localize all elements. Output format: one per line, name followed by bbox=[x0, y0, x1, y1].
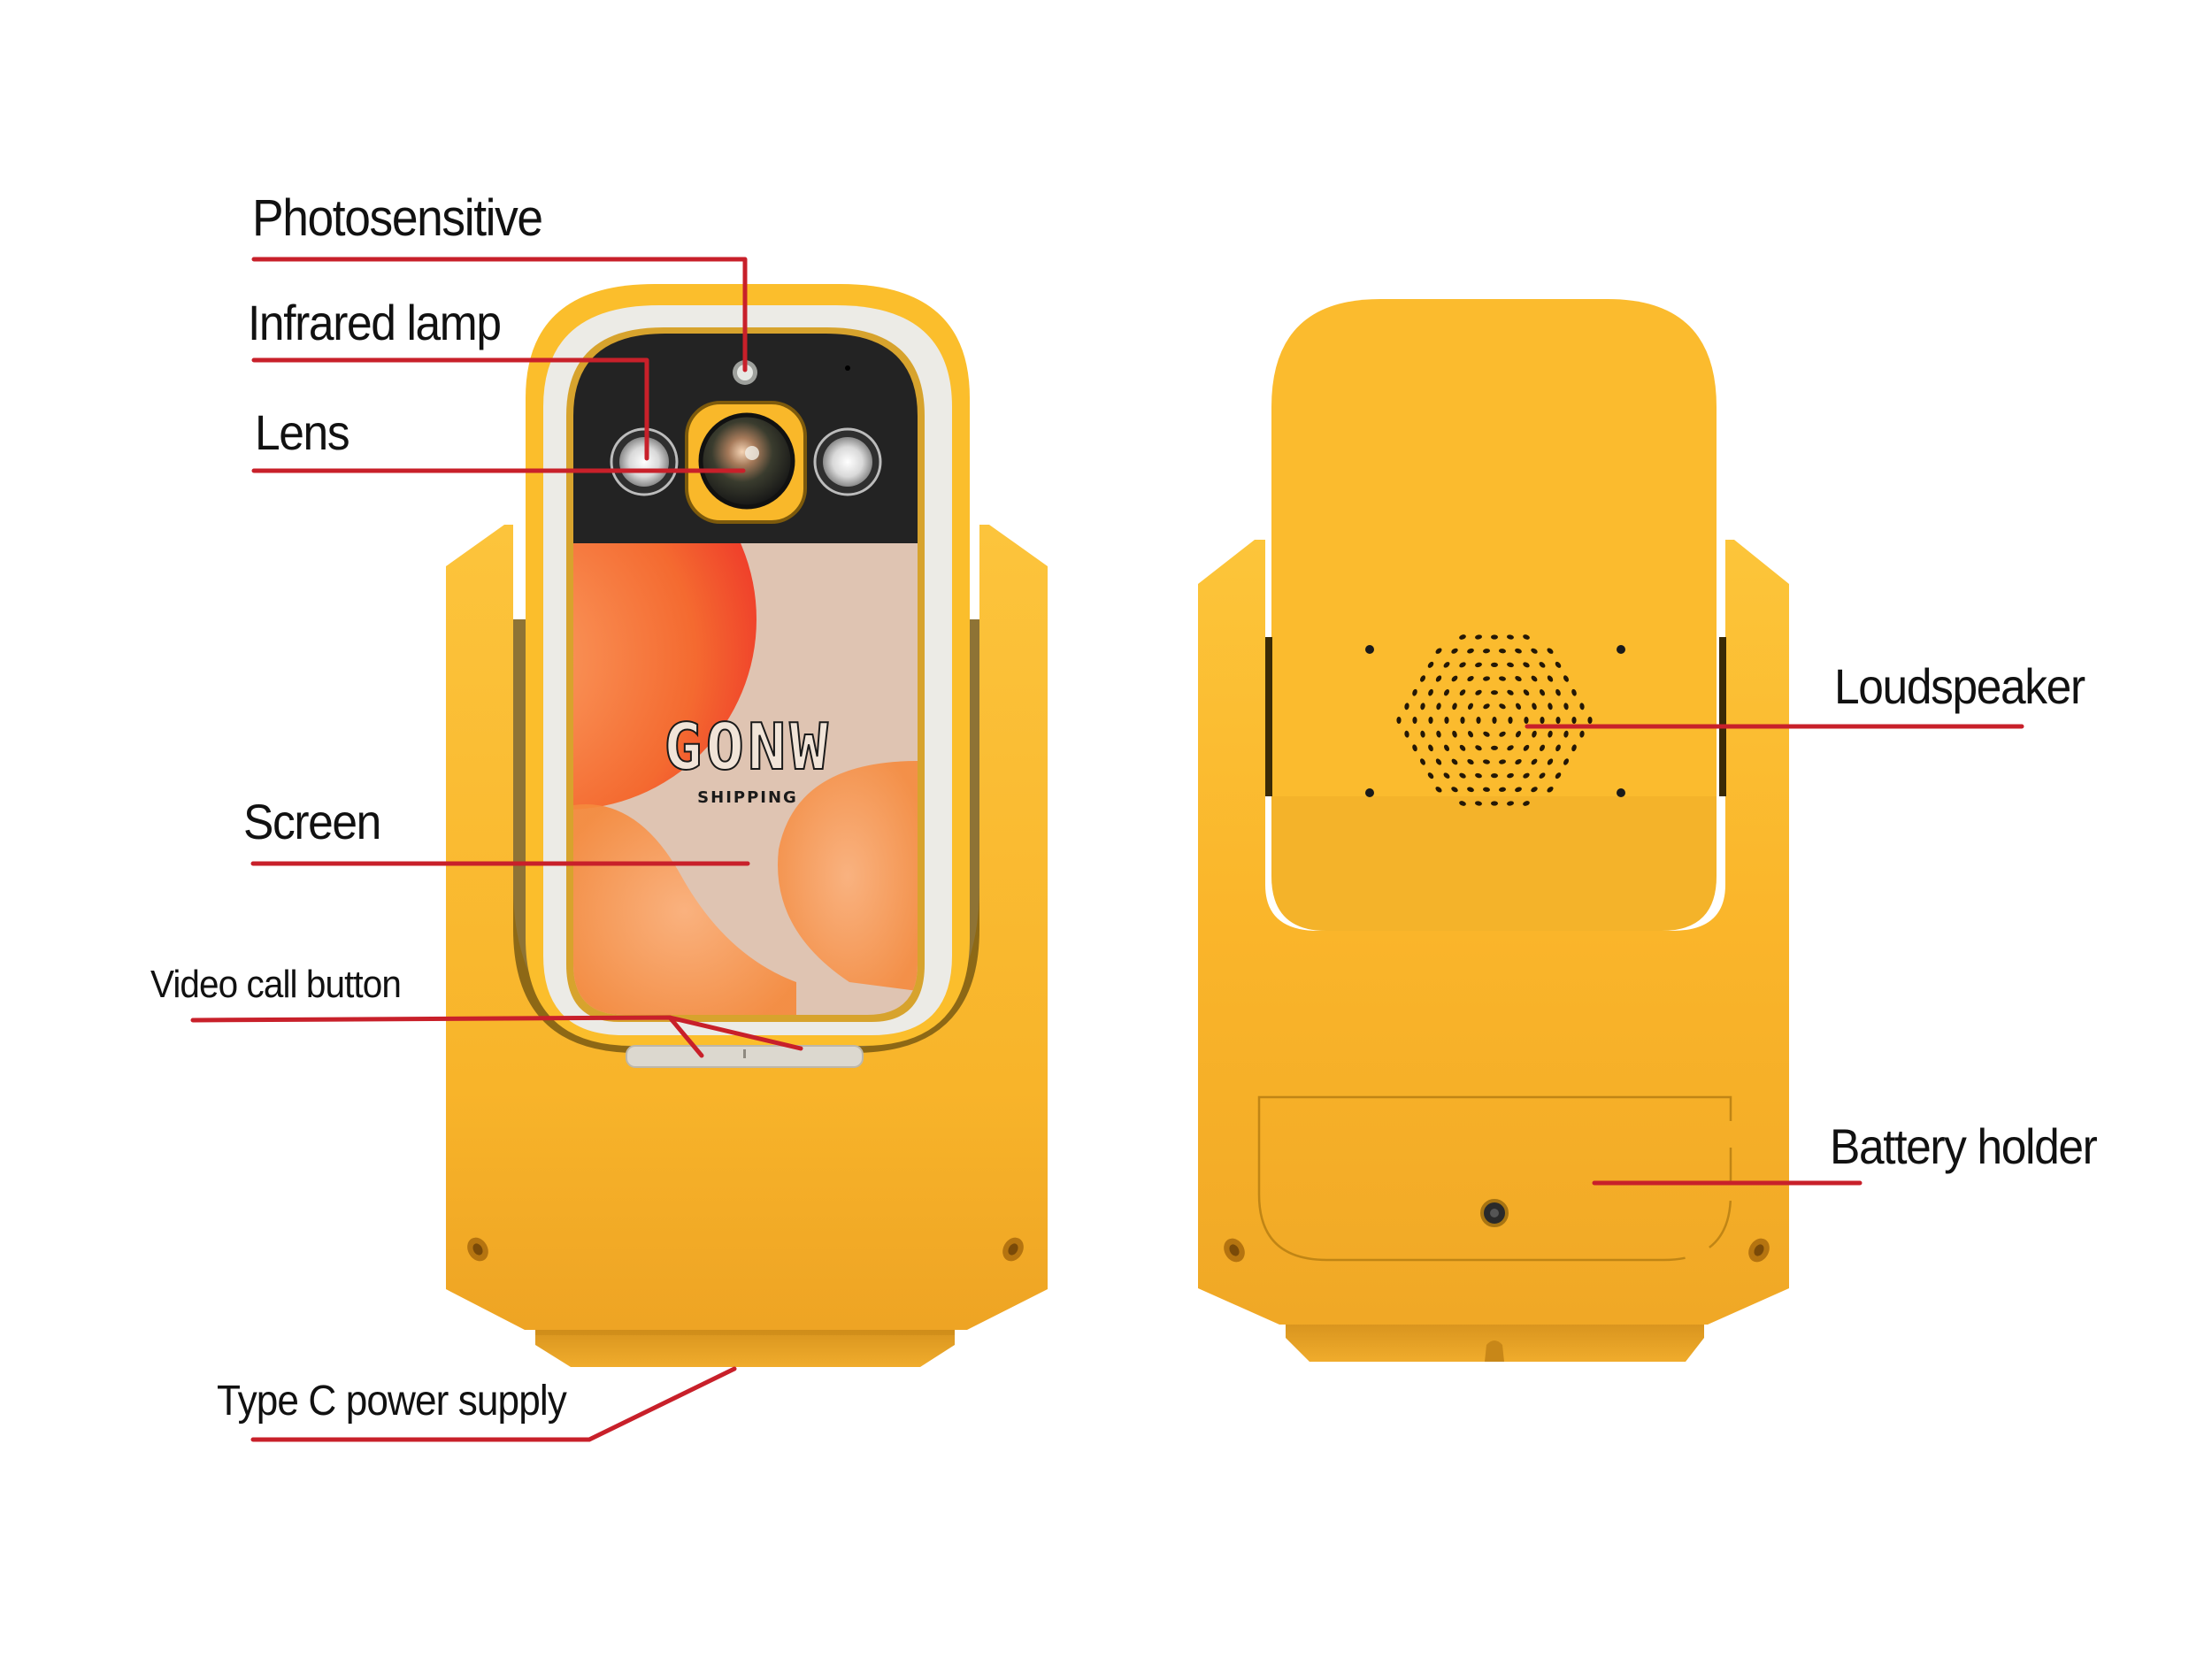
speaker-grille bbox=[1396, 634, 1593, 806]
callout-infrared-lamp bbox=[251, 357, 649, 461]
label-video-call-button: Video call button bbox=[150, 963, 402, 1006]
label-lens: Lens bbox=[255, 404, 350, 460]
screen-display bbox=[573, 543, 918, 1015]
label-infrared-lamp: Infrared lamp bbox=[248, 295, 502, 350]
front-base bbox=[446, 525, 1048, 1367]
front-handset bbox=[513, 284, 979, 1068]
callout-lines bbox=[190, 257, 2024, 1442]
screen-brand-title: GONW bbox=[663, 710, 832, 784]
back-handset bbox=[1265, 299, 1726, 931]
label-loudspeaker: Loudspeaker bbox=[1834, 658, 2085, 714]
label-battery-holder: Battery holder bbox=[1830, 1118, 2098, 1174]
screen-brand-subtitle: SHIPPING bbox=[697, 788, 798, 807]
battery-cover bbox=[1257, 1095, 1732, 1262]
label-photosensitive: Photosensitive bbox=[252, 189, 543, 247]
label-screen: Screen bbox=[243, 794, 381, 849]
camera-lens bbox=[698, 412, 795, 510]
callout-type-c bbox=[250, 1366, 737, 1442]
mic-hole bbox=[845, 365, 850, 371]
back-base bbox=[1198, 540, 1789, 1362]
label-type-c-power-supply: Type C power supply bbox=[217, 1378, 567, 1425]
callout-photosensitive bbox=[251, 257, 748, 373]
